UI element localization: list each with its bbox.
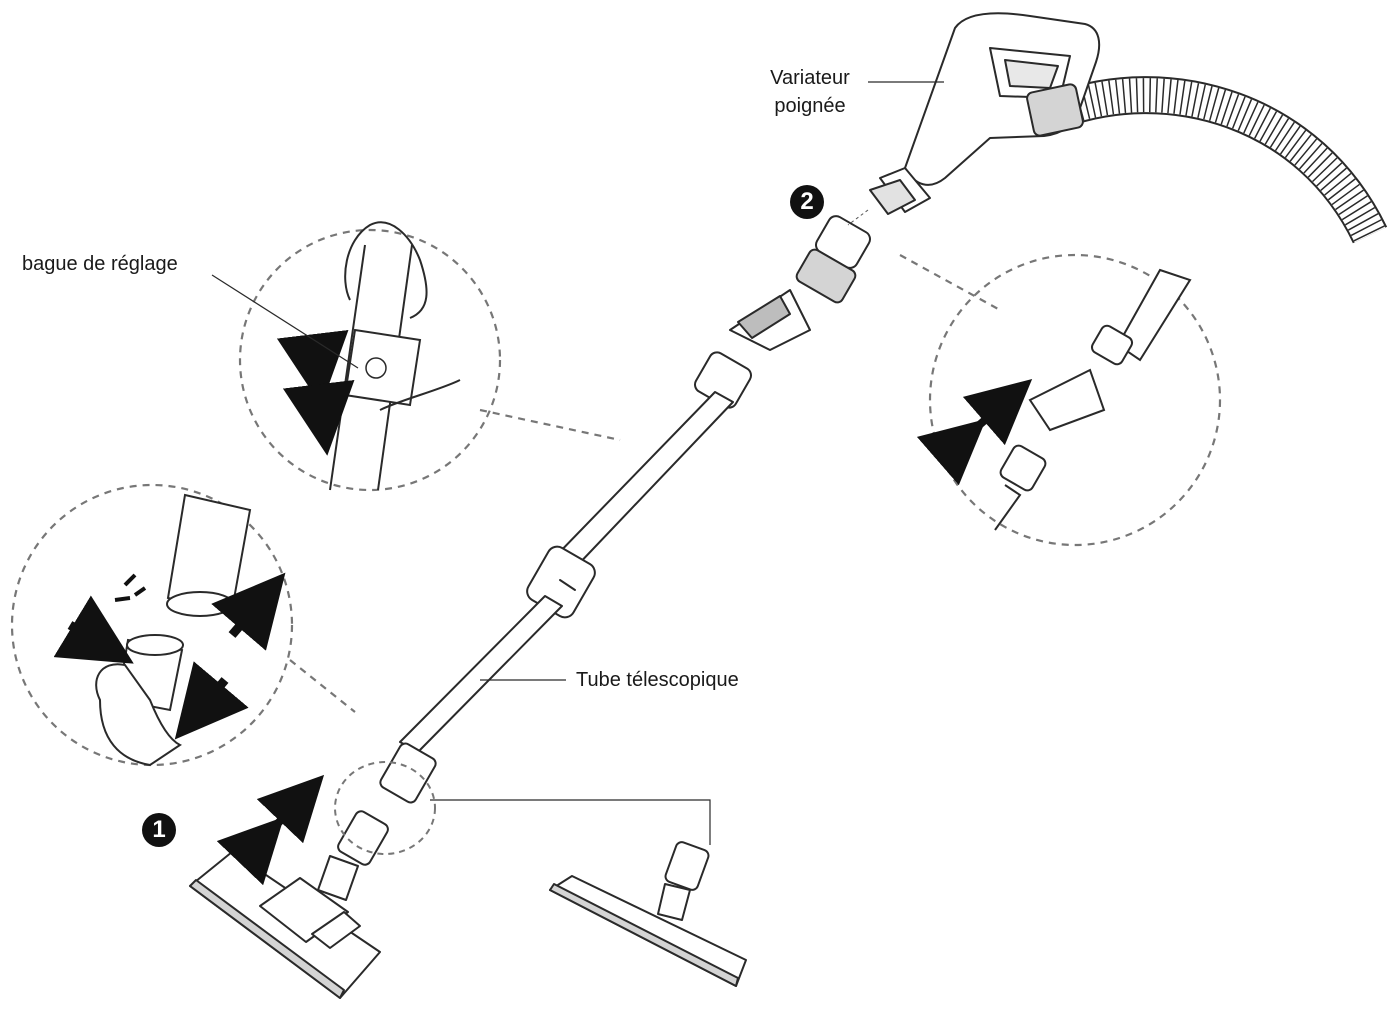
ring-label: bague de réglage xyxy=(22,253,178,275)
arrow-double-icon xyxy=(216,774,325,886)
hard-floor-nozzle xyxy=(549,841,747,987)
alternate-nozzle-connector-line xyxy=(430,799,711,845)
telescopic-tube xyxy=(379,351,752,804)
tube-label: Tube télescopique xyxy=(576,669,739,691)
zoom-circle-nozzle xyxy=(334,761,436,855)
upper-connector xyxy=(729,215,871,351)
zoom-circle-connector xyxy=(10,483,356,767)
step-1-badge: 1 xyxy=(142,813,176,847)
arrow-press-icon xyxy=(53,595,134,664)
hose xyxy=(1053,76,1388,244)
zoom-circle-handle xyxy=(899,253,1222,547)
handle-label: Variateur poignée xyxy=(755,64,865,120)
floor-nozzle xyxy=(189,810,389,999)
zoom-circle-ring xyxy=(238,221,621,492)
arrow-up-icon xyxy=(211,572,286,651)
arrow-down-icon xyxy=(174,661,249,740)
ring-leader-line xyxy=(211,274,359,369)
handle-label-line2: poignée xyxy=(774,95,846,117)
step-2-badge: 2 xyxy=(790,185,824,219)
handle xyxy=(869,12,1101,215)
handle-label-line1: Variateur xyxy=(770,67,850,89)
connect-guide-line xyxy=(847,209,869,226)
